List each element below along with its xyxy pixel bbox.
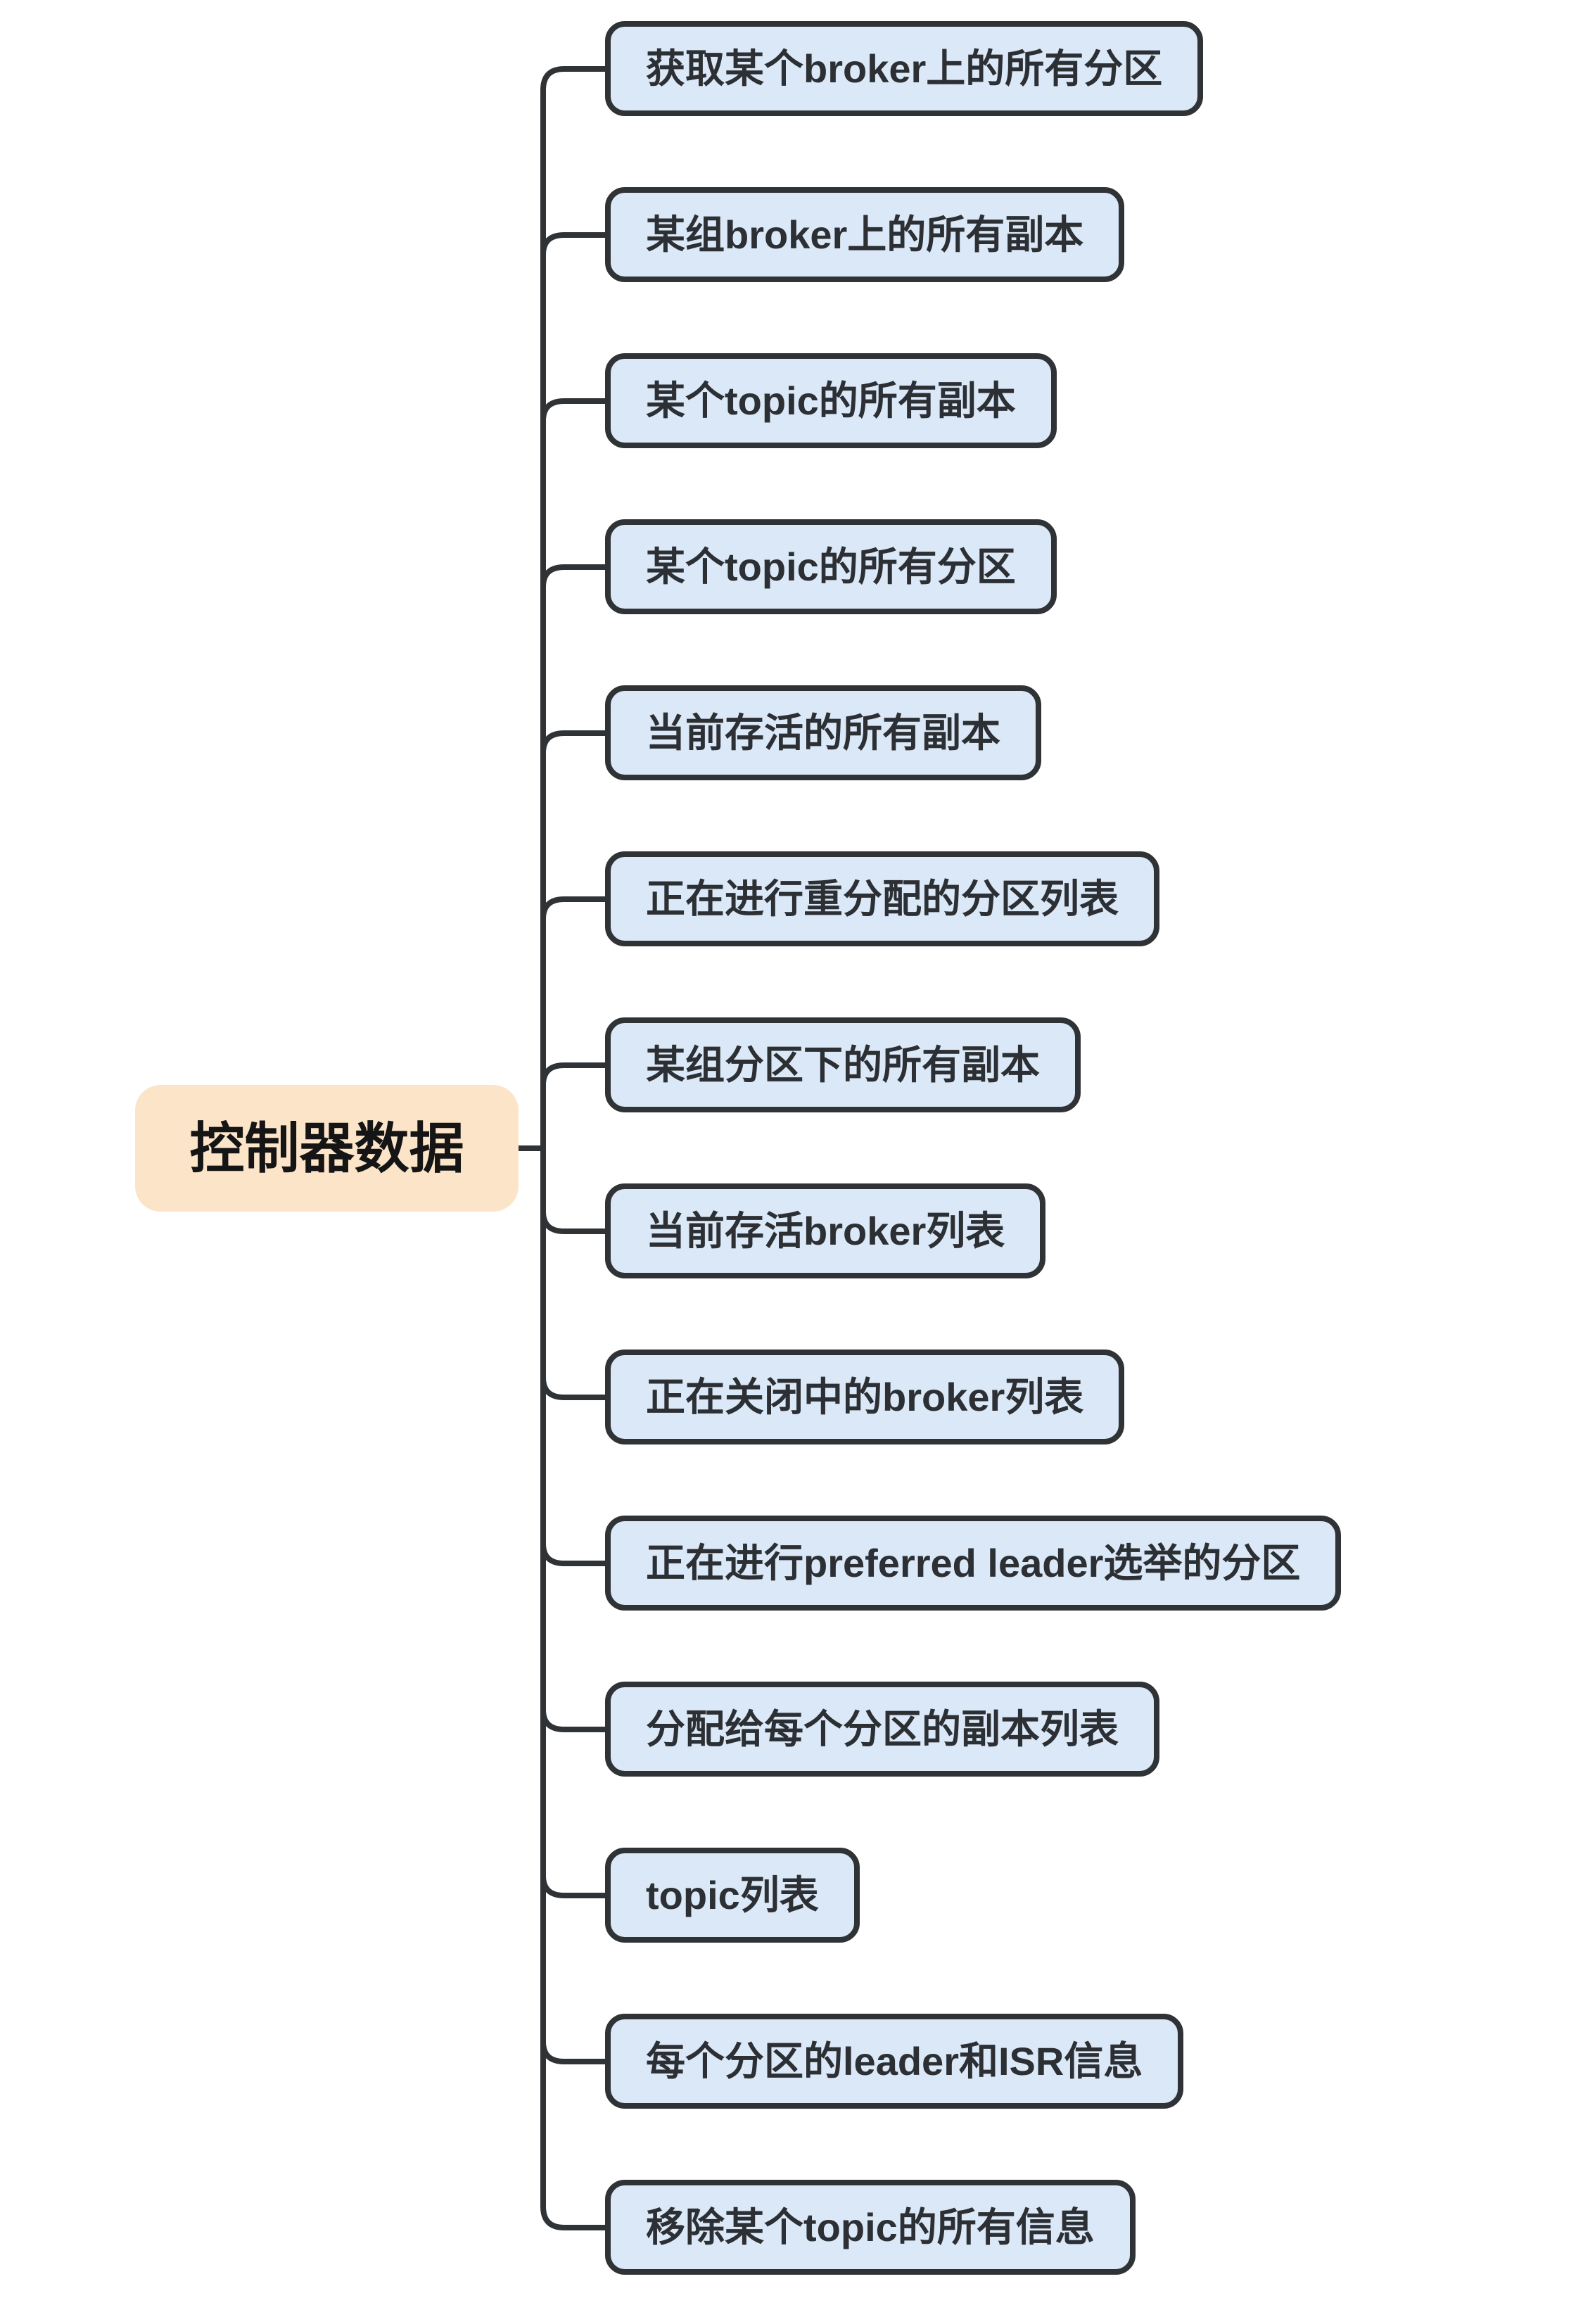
node-shutting-down-broker-list[interactable]: 正在关闭中的broker列表 xyxy=(605,1350,1125,1444)
branch-connector-7 xyxy=(540,1062,605,1086)
node-label: 某个topic的所有副本 xyxy=(646,378,1016,423)
root-node-controller-data[interactable]: 控制器数据 xyxy=(135,1085,519,1212)
node-label: 某个topic的所有分区 xyxy=(646,544,1016,589)
node-label: topic列表 xyxy=(646,1872,819,1917)
node-label: 某组分区下的所有副本 xyxy=(646,1042,1040,1087)
node-label: 分配给每个分区的副本列表 xyxy=(646,1706,1119,1751)
branch-connector-6 xyxy=(540,896,605,920)
node-partition-group-replicas[interactable]: 某组分区下的所有副本 xyxy=(605,1017,1081,1112)
node-preferred-leader-election[interactable]: 正在进行preferred leader选举的分区 xyxy=(605,1516,1342,1611)
root-node-label: 控制器数据 xyxy=(189,1117,464,1179)
node-leader-isr-info[interactable]: 每个分区的leader和ISR信息 xyxy=(605,2014,1184,2109)
node-removed-topic-info[interactable]: 移除某个topic的所有信息 xyxy=(605,2180,1136,2275)
node-label: 当前存活的所有副本 xyxy=(646,710,1000,755)
node-live-replicas[interactable]: 当前存活的所有副本 xyxy=(605,685,1041,780)
node-label: 正在进行preferred leader选举的分区 xyxy=(646,1540,1301,1585)
node-label: 移除某个topic的所有信息 xyxy=(646,2204,1095,2249)
node-topic-all-replicas[interactable]: 某个topic的所有副本 xyxy=(605,353,1057,448)
branch-connector-9 xyxy=(540,1377,605,1400)
node-topic-list[interactable]: topic列表 xyxy=(605,1848,860,1943)
branch-connector-10 xyxy=(540,1543,605,1566)
branch-connector-11 xyxy=(540,1709,605,1732)
node-label: 正在关闭中的broker列表 xyxy=(646,1374,1084,1419)
node-assigned-replica-list[interactable]: 分配给每个分区的副本列表 xyxy=(605,1682,1159,1777)
node-live-broker-list[interactable]: 当前存活broker列表 xyxy=(605,1183,1046,1278)
node-label: 获取某个broker上的所有分区 xyxy=(646,46,1163,91)
branch-connector-2 xyxy=(540,232,605,255)
branch-connector-5 xyxy=(540,730,605,754)
branch-connector-12 xyxy=(540,1875,605,1898)
branch-connector-3 xyxy=(540,398,605,421)
node-broker-group-replicas[interactable]: 某组broker上的所有副本 xyxy=(605,187,1125,282)
node-topic-all-partitions[interactable]: 某个topic的所有分区 xyxy=(605,519,1057,614)
trunk-line xyxy=(540,66,605,2230)
node-label: 正在进行重分配的分区列表 xyxy=(646,876,1119,921)
branch-connector-13 xyxy=(540,2041,605,2064)
node-label: 当前存活broker列表 xyxy=(646,1208,1005,1253)
branch-connector-4 xyxy=(540,564,605,588)
node-broker-all-partitions[interactable]: 获取某个broker上的所有分区 xyxy=(605,21,1204,116)
branch-connector-8 xyxy=(540,1211,605,1234)
node-reassigning-partition-list[interactable]: 正在进行重分配的分区列表 xyxy=(605,851,1159,946)
node-label: 某组broker上的所有副本 xyxy=(646,212,1084,257)
node-label: 每个分区的leader和ISR信息 xyxy=(646,2038,1143,2083)
